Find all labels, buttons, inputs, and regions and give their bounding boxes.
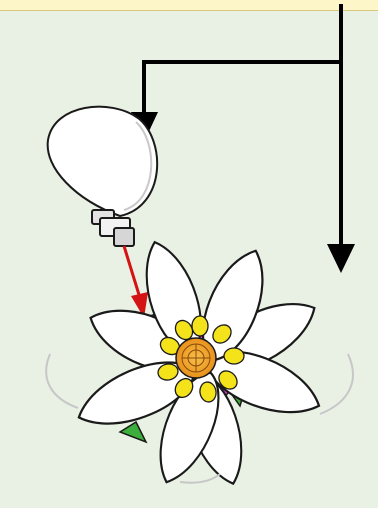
- petal-clip-icon: [92, 210, 134, 246]
- detached-petal: [48, 107, 158, 246]
- callout-lines: [144, 4, 341, 244]
- leaf: [120, 422, 146, 442]
- flower-head: [46, 235, 353, 491]
- attach-arrow: [124, 246, 148, 318]
- callout-arrowhead-flower: [327, 244, 355, 273]
- callout-line-main: [144, 4, 341, 112]
